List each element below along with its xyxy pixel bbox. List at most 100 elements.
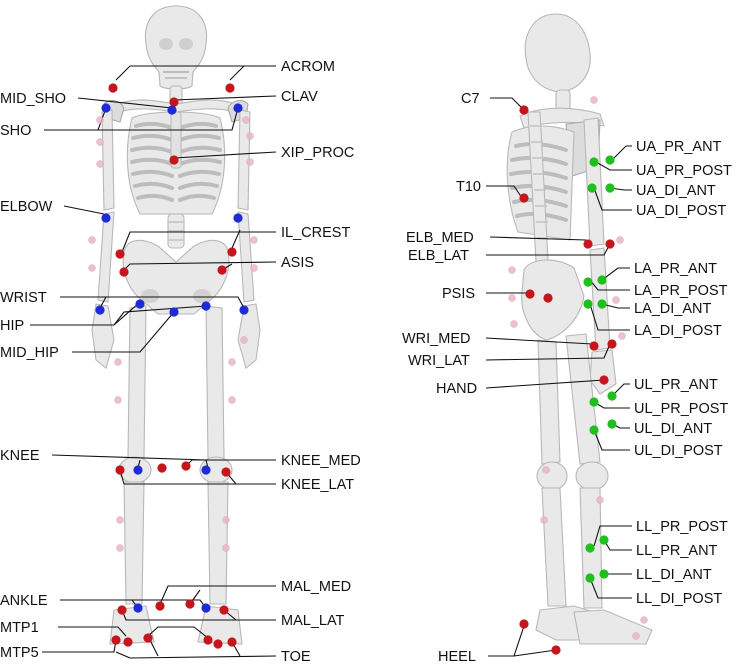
back-leader-lines [485,97,632,657]
marker-wrist-right [95,305,105,315]
faint-markers-back [508,96,648,640]
label-hand: HAND [436,381,477,397]
label-elb-lat: ELB_LAT [408,248,469,264]
label-clav: CLAV [281,89,318,105]
marker-hip-left [201,301,211,311]
label-heel: HEEL [438,649,476,664]
label-ul-di-ant: UL_DI_ANT [634,421,712,437]
marker-ll-di-post [585,573,595,583]
marker-knee-med-right [157,463,167,473]
label-wri-lat: WRI_LAT [408,353,470,369]
marker-wrist-left [239,305,249,315]
label-ankle: ANKLE [0,593,48,609]
label-la-di-post: LA_DI_POST [634,323,722,339]
marker-ul-pr-ant [607,391,617,401]
marker-toe-left [213,639,223,649]
marker-il-crest-left [227,247,237,257]
marker-mtp5-left [227,637,237,647]
marker-la-di-post [583,299,593,309]
marker-acrom-left [225,83,235,93]
label-hip: HIP [0,318,24,334]
label-ll-pr-post: LL_PR_POST [636,519,728,535]
label-mid-sho: MID_SHO [0,91,66,107]
label-wrist: WRIST [0,290,47,306]
marker-elb-lat [605,239,615,249]
marker-sho-right [101,103,111,113]
faint-markers-front [88,116,258,552]
label-mal-med: MAL_MED [281,579,351,595]
marker-ankle-left [201,603,211,613]
back-markers [519,105,617,655]
marker-psis-right [525,289,535,299]
marker-mtp1-left [203,635,213,645]
label-knee-med: KNEE_MED [281,453,361,469]
marker-knee-lat-left [221,467,231,477]
marker-mtp1-right [143,633,153,643]
marker-xip-proc [169,155,179,165]
marker-wri-med [589,341,599,351]
marker-la-pr-ant [597,275,607,285]
marker-knee-left [201,465,211,475]
marker-il-crest-right [115,249,125,259]
marker-knee-lat-right [115,465,125,475]
marker-ua-di-ant [605,183,615,193]
marker-ll-pr-post [585,543,595,553]
marker-wri-lat [607,339,617,349]
marker-elb-med [583,239,593,249]
marker-acrom-right [108,83,118,93]
label-elb-med: ELB_MED [406,230,474,246]
label-ua-pr-ant: UA_PR_ANT [636,139,722,155]
marker-ua-di-post [587,183,597,193]
label-ua-pr-post: UA_PR_POST [636,163,732,179]
marker-mal-med-right [155,601,165,611]
marker-toe-right [123,637,133,647]
label-la-pr-post: LA_PR_POST [634,283,728,299]
label-ll-di-ant: LL_DI_ANT [636,567,712,583]
marker-ul-di-ant [607,419,617,429]
marker-sho-left [233,103,243,113]
label-mid-hip: MID_HIP [0,345,59,361]
label-la-pr-ant: LA_PR_ANT [634,261,717,277]
label-mtp1: MTP1 [0,620,39,636]
marker-elbow-left [233,213,243,223]
back-labels: C7 UA_PR_ANT UA_PR_POST T10 UA_DI_ANT UA… [402,91,732,664]
marker-la-di-ant [597,299,607,309]
label-ua-di-post: UA_DI_POST [636,203,726,219]
marker-heel-lower [551,645,561,655]
marker-mal-med-left [185,599,195,609]
label-c7: C7 [461,91,480,107]
label-toe: TOE [281,649,311,664]
marker-la-pr-post [583,277,593,287]
label-elbow: ELBOW [0,199,53,215]
marker-ul-di-post [589,425,599,435]
marker-ll-di-ant [599,569,609,579]
label-ll-di-post: LL_DI_POST [636,591,722,607]
marker-c7 [519,105,529,115]
marker-ll-pr-ant [599,535,609,545]
marker-knee-med-left [181,461,191,471]
label-ua-di-ant: UA_DI_ANT [636,183,716,199]
label-ul-di-post: UL_DI_POST [634,443,723,459]
marker-mal-lat-left [219,605,229,615]
marker-mid-hip [169,307,179,317]
marker-clav [169,97,179,107]
label-acrom: ACROM [281,59,335,75]
label-knee-lat: KNEE_LAT [281,477,354,493]
marker-heel-upper [519,619,529,629]
label-mtp5: MTP5 [0,645,39,661]
label-il-crest: IL_CREST [281,225,350,241]
label-ll-pr-ant: LL_PR_ANT [636,543,718,559]
marker-ua-pr-ant [605,155,615,165]
label-t10: T10 [456,179,481,195]
label-sho: SHO [0,123,31,139]
marker-hip-right [135,299,145,309]
marker-mal-lat-right [117,605,127,615]
label-ul-pr-ant: UL_PR_ANT [634,377,718,393]
marker-ul-pr-post [589,397,599,407]
front-labels: ACROM MID_SHO CLAV SHO XIP_PROC ELBOW IL… [0,59,361,664]
label-la-di-ant: LA_DI_ANT [634,301,712,317]
marker-knee-right [133,465,143,475]
marker-hand [599,375,609,385]
